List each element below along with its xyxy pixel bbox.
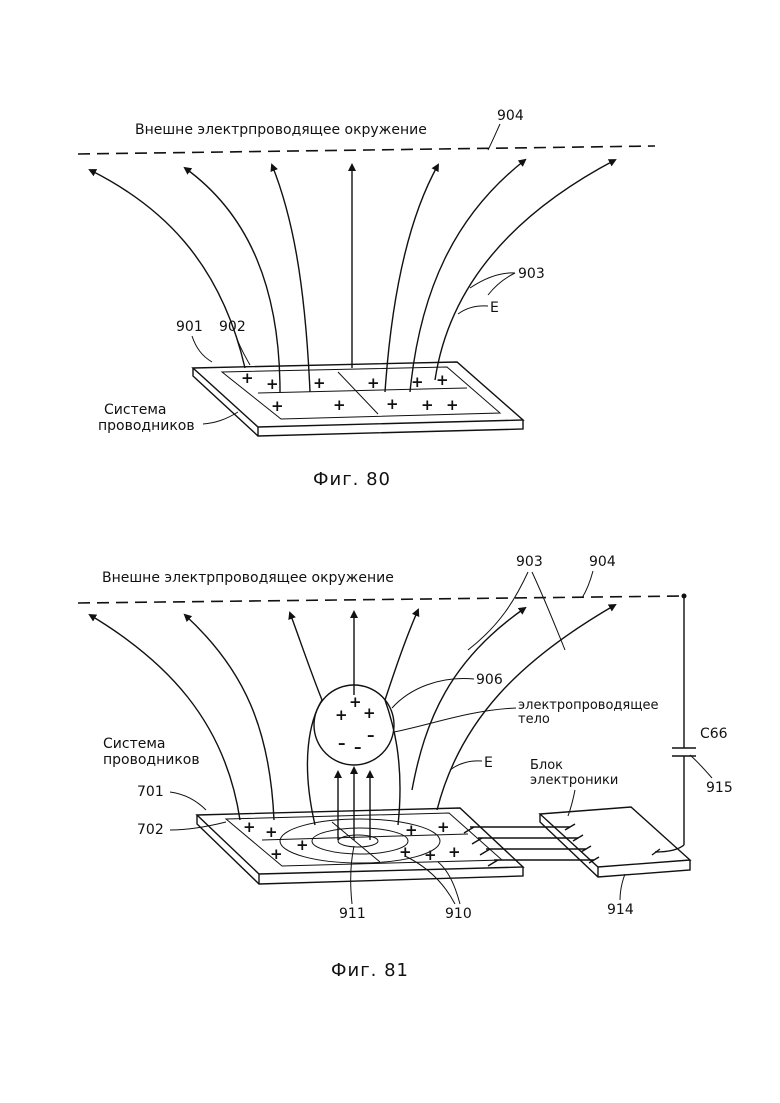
field-line xyxy=(185,168,280,392)
svg-text:+: + xyxy=(437,818,450,836)
field-line xyxy=(385,165,438,392)
ref-910: 910 xyxy=(445,906,472,922)
svg-text:+: + xyxy=(333,396,346,414)
ref-911: 911 xyxy=(339,906,366,922)
svg-text:+: + xyxy=(243,818,256,836)
figure-81: Внешне электрпроводящее окружение 903 90… xyxy=(78,554,733,981)
ref-E: E xyxy=(490,300,499,316)
leader-904 xyxy=(582,571,593,598)
svg-text:+: + xyxy=(313,374,326,392)
svg-text:–: – xyxy=(367,726,375,744)
ref-914: 914 xyxy=(607,902,634,918)
ref-901: 901 xyxy=(176,319,203,335)
svg-text:+: + xyxy=(367,374,380,392)
svg-text:+: + xyxy=(421,396,434,414)
svg-text:+: + xyxy=(446,396,459,414)
ref-904: 904 xyxy=(497,108,524,124)
field-line xyxy=(185,615,274,820)
leader-915 xyxy=(690,755,712,778)
system-label: проводников xyxy=(98,418,195,434)
leader-system xyxy=(203,412,238,424)
capacitor-c66 xyxy=(652,594,696,856)
svg-text:+: + xyxy=(363,704,376,722)
svg-text:–: – xyxy=(354,738,362,756)
field-line xyxy=(410,160,525,392)
field-line xyxy=(272,165,310,392)
svg-text:–: – xyxy=(338,734,346,752)
field-line xyxy=(385,610,418,825)
ref-701: 701 xyxy=(137,784,164,800)
electronics-block xyxy=(540,807,690,877)
svg-text:+: + xyxy=(296,836,309,854)
svg-text:+: + xyxy=(424,846,437,864)
conductive-body: + + + – – – xyxy=(314,685,394,765)
field-line xyxy=(90,615,240,820)
svg-text:+: + xyxy=(411,373,424,391)
svg-text:+: + xyxy=(270,845,283,863)
leader-702 xyxy=(170,822,226,830)
environment-boundary xyxy=(78,146,655,154)
figure-caption: Фиг. 80 xyxy=(313,469,391,490)
ref-702: 702 xyxy=(137,822,164,838)
leader-E xyxy=(450,761,482,770)
svg-text:+: + xyxy=(436,371,449,389)
environment-boundary xyxy=(78,596,684,603)
svg-text:+: + xyxy=(266,375,279,393)
system-label: проводников xyxy=(103,752,200,768)
ref-915: 915 xyxy=(706,780,733,796)
svg-text:+: + xyxy=(335,706,348,724)
system-label: Система xyxy=(103,736,165,752)
leader-E xyxy=(458,306,488,314)
ref-902: 902 xyxy=(219,319,246,335)
ref-E: E xyxy=(484,755,493,771)
ref-C66: C66 xyxy=(700,726,728,742)
svg-text:+: + xyxy=(265,823,278,841)
field-line xyxy=(90,170,245,368)
svg-text:+: + xyxy=(349,693,362,711)
leader-901 xyxy=(192,336,212,362)
field-line xyxy=(290,613,322,825)
ref-904: 904 xyxy=(589,554,616,570)
leader-body xyxy=(394,708,516,732)
ref-906: 906 xyxy=(476,672,503,688)
leader-911 xyxy=(351,846,354,904)
charges: + + + + + + + + + + + xyxy=(241,369,459,415)
body-label: электропроводящее xyxy=(518,698,658,713)
figure-caption: Фиг. 81 xyxy=(331,960,409,981)
system-label: Система xyxy=(104,402,166,418)
svg-text:+: + xyxy=(405,821,418,839)
ref-903: 903 xyxy=(518,266,545,282)
electronics-label: Блок xyxy=(530,758,563,773)
electronics-label: электроники xyxy=(530,773,618,788)
leader-701 xyxy=(170,792,206,810)
leader-914 xyxy=(620,874,625,900)
environment-label: Внешне электрпроводящее окружение xyxy=(135,122,427,138)
svg-text:+: + xyxy=(241,369,254,387)
body-label: тело xyxy=(518,712,550,727)
leader-903-a xyxy=(468,572,528,650)
leader-906 xyxy=(392,679,474,708)
figure-80: Внешне электрпроводящее окружение 904 90… xyxy=(78,108,655,490)
field-line xyxy=(412,608,525,790)
ref-903: 903 xyxy=(516,554,543,570)
svg-text:+: + xyxy=(386,395,399,413)
leader-904 xyxy=(488,124,500,150)
leader-903-b xyxy=(532,572,565,650)
svg-text:+: + xyxy=(271,397,284,415)
environment-label: Внешне электрпроводящее окружение xyxy=(102,570,394,586)
svg-text:+: + xyxy=(448,843,461,861)
